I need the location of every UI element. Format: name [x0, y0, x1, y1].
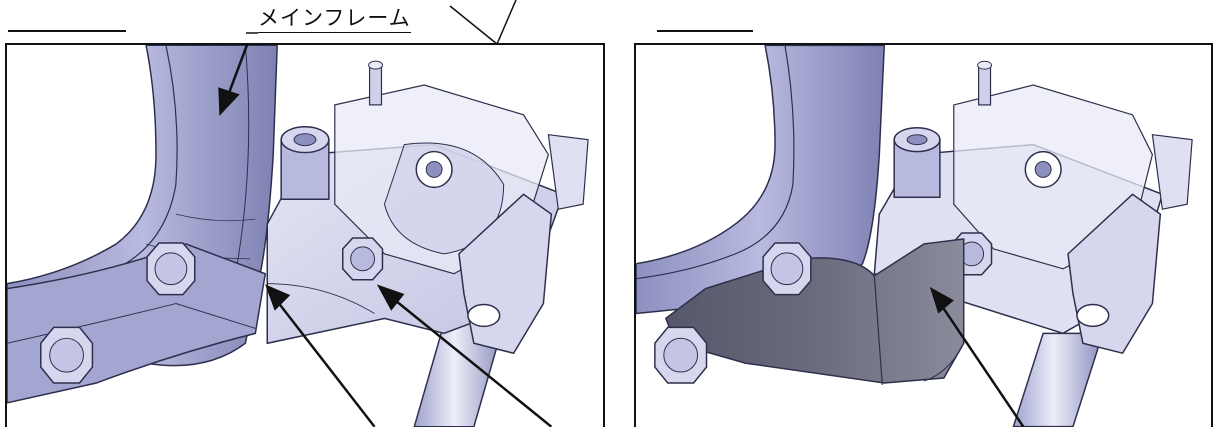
before-diagram-panel — [5, 43, 605, 427]
bracket-fold — [873, 275, 883, 386]
frame-inner-edge — [636, 45, 795, 280]
top-pin — [977, 60, 993, 106]
left-header-underline — [8, 30, 126, 32]
after-diagram-panel — [634, 43, 1213, 427]
plate-crease — [267, 283, 375, 314]
after-cad-drawing — [636, 45, 1193, 427]
side-tab — [547, 133, 589, 210]
main-frame-label: メインフレーム — [258, 6, 411, 33]
top-pin — [368, 60, 383, 106]
frame-crease — [175, 213, 256, 222]
bracket-curve — [923, 343, 965, 382]
lever-pin — [1076, 303, 1110, 328]
cylinder-boss — [893, 127, 941, 199]
arrow-bracket — [929, 287, 1025, 427]
cylinder-boss — [280, 125, 330, 200]
pivot-bolt — [1024, 150, 1062, 189]
main-frame — [636, 45, 886, 315]
vertical-pipe — [1012, 332, 1104, 427]
pivot-bolt — [415, 150, 453, 189]
arm-edge — [7, 303, 256, 344]
arrow-plate-left — [265, 284, 376, 427]
reinforcement-bracket — [664, 238, 965, 384]
right-header-underline — [657, 30, 753, 32]
before-cad-drawing — [7, 45, 589, 427]
nut — [342, 237, 384, 281]
bolt-lower — [654, 326, 708, 384]
bolt-upper — [762, 242, 812, 296]
side-tab — [1151, 134, 1193, 210]
bolt-lower — [40, 326, 94, 384]
lower-arm — [7, 243, 267, 404]
arrow-main-frame — [218, 45, 249, 116]
lever-pin — [467, 303, 501, 328]
bolt-upper — [146, 242, 196, 296]
frame-crease — [234, 45, 250, 274]
callout-tail — [449, 0, 517, 46]
arrow-plate-right — [376, 284, 553, 427]
